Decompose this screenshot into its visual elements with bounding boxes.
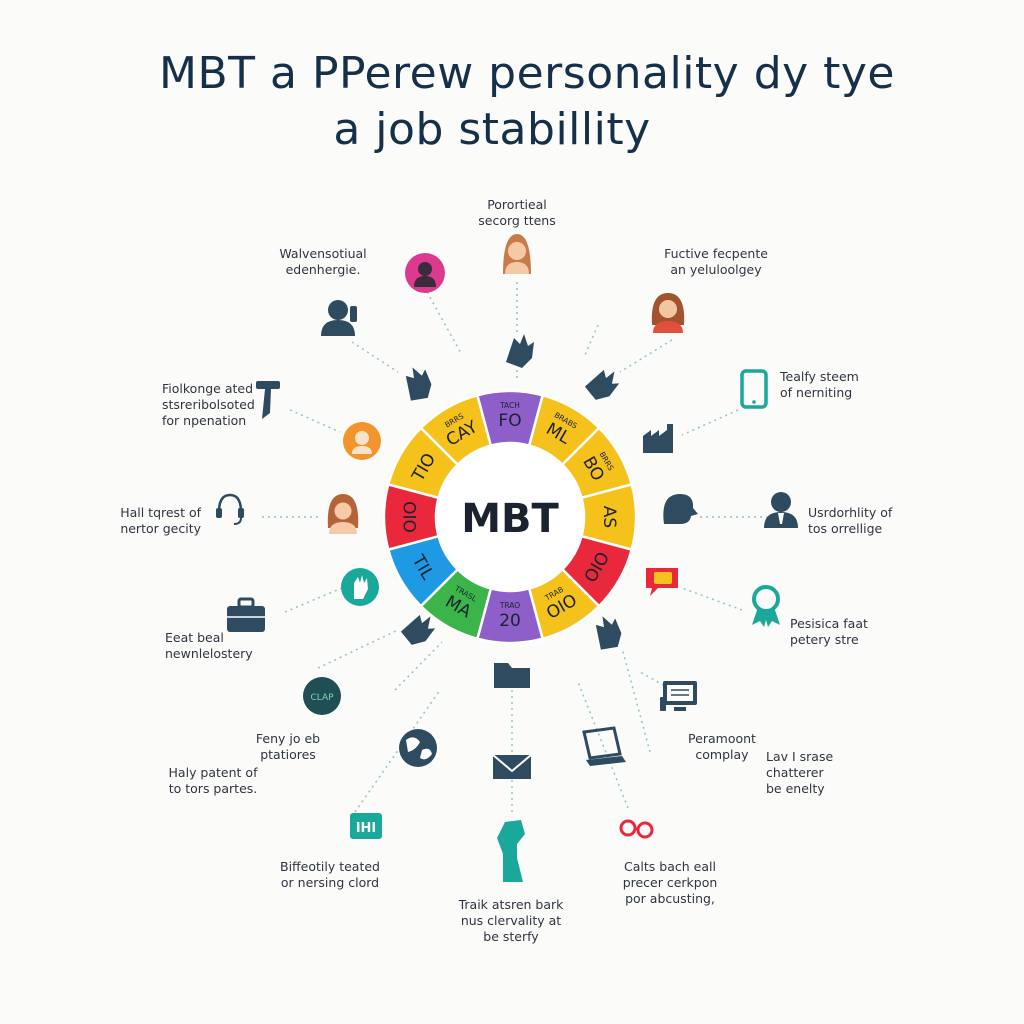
ring-segment-type-2: AS — [599, 506, 619, 528]
hand-gesture-icon-0 — [506, 334, 534, 368]
orange-person-icon — [343, 422, 381, 460]
label-bottom-left-2: Haly patent of to tors partes. — [168, 765, 258, 796]
connector-line-10 — [577, 681, 629, 809]
page-title: MBT a PPerew personality dy tye — [158, 48, 896, 99]
connector-line-11 — [621, 647, 651, 753]
connector-lines — [262, 282, 768, 813]
ring-center — [436, 443, 584, 591]
hand-gesture-icon-2 — [584, 369, 620, 400]
ring-segment-label-2: AS — [599, 506, 619, 528]
woman-avatar-icon — [503, 234, 531, 274]
pink-gear-person-icon — [405, 253, 445, 293]
clap-badge-text: CLAP — [310, 693, 334, 703]
briefcase-icon — [227, 597, 265, 632]
mbti-ring: BRABSMLBRRSBOASOIOTRABOIOTRAO20TRASLMATI… — [382, 389, 638, 645]
label-upper-left: Fiolkonge ated stsreribolsoted for npena… — [162, 381, 255, 428]
woman-brown-hair-icon — [651, 293, 685, 333]
connector-line-3 — [289, 409, 341, 433]
ring-segment-type-11: FO — [498, 411, 521, 431]
teal-frame-icon: IHI — [350, 813, 382, 839]
label-lower-right: Pesisica faat petery stre — [790, 616, 868, 647]
label-mid-right: Usrdorhlity of tos orrellige — [808, 505, 893, 536]
connector-line-15 — [681, 409, 739, 436]
raised-hand-icon — [497, 820, 525, 882]
headset-icon — [216, 493, 244, 525]
ring-segment-code-5: TRAO — [499, 601, 520, 610]
label-upper-right: Tealfy steem of nerniting — [780, 369, 859, 400]
label-top-right: Fuctive fecpente an yeluloolgey — [664, 246, 768, 277]
connector-line-6 — [317, 629, 399, 669]
label-top: Porortieal secorg ttens — [478, 197, 556, 228]
tablet-icon — [740, 369, 768, 409]
ring-segment-type-5: 20 — [499, 611, 521, 631]
man-phone-icon — [321, 300, 357, 336]
profile-head-icon — [663, 494, 698, 524]
connector-line-17 — [584, 324, 599, 356]
envelope-icon — [492, 754, 532, 779]
label-top-left: Walvensotiual edenhergie. — [279, 246, 367, 277]
label-mid-left: Hall tqrest of nertor gecity — [120, 505, 201, 536]
icon-layer: CLAP IHI — [216, 234, 798, 882]
clap-badge-icon: CLAP — [303, 677, 341, 715]
connector-line-2 — [351, 341, 399, 373]
label-bottom-right-2: Lav I srase chatterer be enelty — [766, 749, 834, 796]
label-bottom-left-3: Biffeotily teated or nersing clord — [280, 859, 380, 890]
connector-line-5 — [284, 587, 343, 613]
hammer-icon — [256, 381, 280, 419]
teal-frame-text: IHI — [356, 821, 377, 836]
businessman-icon — [764, 492, 798, 528]
hand-gesture-icon-1 — [405, 367, 432, 401]
connector-line-8 — [354, 689, 441, 813]
center-label: MBT — [461, 496, 559, 542]
connector-line-13 — [681, 587, 743, 611]
label-bottom: Traik atsren bark nus clervality at be s… — [458, 897, 564, 944]
award-ribbon-icon — [752, 585, 780, 627]
label-bottom-right-1: Peramoont complay — [688, 731, 756, 762]
teal-hand-icon — [341, 568, 379, 606]
speech-bubble-icon — [646, 568, 678, 596]
laptop-icon — [582, 726, 626, 766]
ring-segment-label-8: OIO — [401, 501, 421, 533]
ring-segment-code-11: TACH — [499, 401, 520, 410]
page-subtitle: a job stabillity — [333, 104, 651, 155]
handcuffs-icon — [619, 819, 654, 839]
hand-gesture-icon-4 — [595, 616, 622, 650]
connector-line-7 — [394, 641, 443, 691]
label-bottom-right-3: Calts bach eall precer cerkpon por abcus… — [622, 859, 718, 906]
label-bottom-left-1: Feny jo eb ptatiores — [255, 731, 321, 762]
hand-gesture-icon-3 — [400, 614, 436, 645]
connector-line-1 — [426, 291, 463, 356]
factory-icon — [643, 424, 673, 453]
ring-segment-type-8: OIO — [401, 501, 421, 533]
connector-line-16 — [619, 339, 673, 373]
woman-avatar-icon-2 — [327, 494, 359, 534]
label-lower-left: Eeat beal newnlelostery — [165, 630, 253, 661]
folder-icon — [494, 663, 530, 688]
computer-icon — [660, 681, 697, 711]
globe-icon — [399, 729, 437, 767]
